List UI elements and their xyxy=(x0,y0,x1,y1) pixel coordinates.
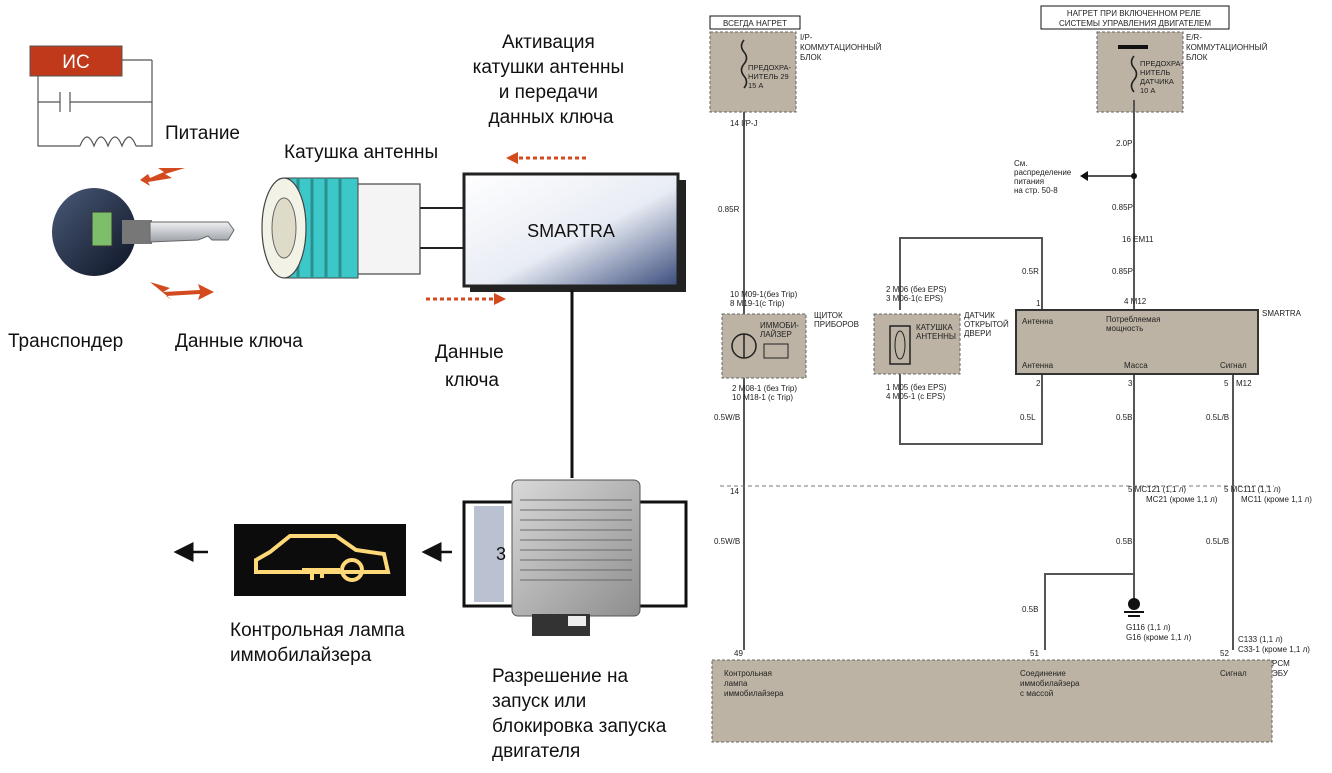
svg-text:1: 1 xyxy=(1036,299,1041,308)
wiring-schematic: ВСЕГДА НАГРЕТ НАГРЕТ ПРИ ВКЛЮЧЕННОМ РЕЛЕ… xyxy=(709,5,1312,743)
svg-text:Сигнал: Сигнал xyxy=(1220,361,1247,370)
svg-text:52: 52 xyxy=(1220,649,1229,658)
svg-text:5 MC121 (1,1 л) MC21 (к: 5 MC121 (1,1 л) MC21 (кроме 1,1 л) xyxy=(1128,485,1218,504)
svg-text:SMARTRA: SMARTRA xyxy=(1262,309,1302,318)
svg-text:0.85R: 0.85R xyxy=(718,205,740,214)
transponder-label: Транспондер xyxy=(8,331,123,352)
svg-text:ЩИТОК ПРИБОРОВ: ЩИТОК ПРИБОРОВ xyxy=(814,311,859,329)
transponder-key xyxy=(52,188,235,276)
lamp-label: Контрольная лампа иммобилайзера xyxy=(230,620,410,666)
svg-text:3: 3 xyxy=(496,544,506,564)
pcm-component xyxy=(711,659,1273,743)
svg-text:0.5B: 0.5B xyxy=(1116,413,1132,422)
svg-text:0.5W/B: 0.5W/B xyxy=(714,413,740,422)
ic-label: ИС xyxy=(62,52,89,73)
svg-text:5 MC111 (1,1 л) MC11 (к: 5 MC111 (1,1 л) MC11 (кроме 1,1 л) xyxy=(1224,485,1312,504)
svg-text:3: 3 xyxy=(1128,379,1133,388)
svg-text:ВСЕГДА НАГРЕТ: ВСЕГДА НАГРЕТ xyxy=(723,19,787,28)
svg-text:0.5W/B: 0.5W/B xyxy=(714,537,740,546)
smartra-component xyxy=(1015,309,1259,375)
svg-text:НАГРЕТ ПРИ ВКЛЮЧЕННОМ РЕЛЕ: НАГРЕТ ПРИ ВКЛЮЧЕННОМ РЕЛЕ СИСТЕМЫ УПРАВ… xyxy=(1059,9,1211,28)
svg-text:2: 2 xyxy=(1036,379,1041,388)
svg-text:0.85P: 0.85P xyxy=(1112,267,1133,276)
key-data-arrow-head xyxy=(494,293,506,305)
svg-text:I/P- КОММУТАЦИОННЫЙ: I/P- КОММУТАЦИОННЫЙ БЛОК xyxy=(800,33,884,62)
svg-text:E/R- КОММУТАЦИОННЫЙ: E/R- КОММУТАЦИОННЫЙ БЛОК xyxy=(1186,33,1270,62)
ip-junction-block xyxy=(709,31,797,113)
svg-text:5: 5 xyxy=(1224,379,1229,388)
antenna-coil xyxy=(261,177,464,279)
svg-text:Антенна: Антенна xyxy=(1022,317,1054,326)
svg-text:G116 (1,1 л) G16 (кроме: G116 (1,1 л) G16 (кроме 1,1 л) xyxy=(1126,623,1192,642)
signal-arrow-icon xyxy=(150,282,214,300)
svg-text:ПРЕДОХРА- НИТЕЛЬ Д: ПРЕДОХРА- НИТЕЛЬ ДАТЧИКА 10 A xyxy=(1140,59,1185,95)
svg-text:Соединение иммобилайзера: Соединение иммобилайзера с массой xyxy=(1020,669,1082,698)
svg-text:Контрольная лампа: Контрольная лампа иммобилайзера xyxy=(724,669,784,698)
activation-arrow-head xyxy=(506,152,518,164)
ecu-unit: 3 xyxy=(462,479,688,636)
svg-text:M12: M12 xyxy=(1236,379,1252,388)
svg-text:Масса: Масса xyxy=(1124,361,1148,370)
svg-text:10 M09-1(без Trip) 8: 10 M09-1(без Trip) 8 M19-1(с Trip) xyxy=(730,290,800,308)
smartra-box xyxy=(462,172,680,288)
svg-text:2 M06 (без EPS) 3 M06-: 2 M06 (без EPS) 3 M06-1(с EPS) xyxy=(886,285,949,303)
svg-text:КАТУШКА АНТЕННЫ: КАТУШКА АНТЕННЫ xyxy=(916,323,956,341)
ic-circuit xyxy=(37,59,153,148)
svg-text:0.5L: 0.5L xyxy=(1020,413,1036,422)
svg-text:1 M05 (без EPS) 4 M05-: 1 M05 (без EPS) 4 M05-1 (с EPS) xyxy=(886,383,949,401)
ic-block xyxy=(29,45,123,77)
key-data2-label: Данные ключа xyxy=(435,342,509,391)
svg-text:См. распределение: См. распределение питания на стр. 50-8 xyxy=(1014,159,1074,195)
svg-text:Потребляемая мощность: Потребляемая мощность xyxy=(1106,315,1163,333)
svg-text:16 EM11: 16 EM11 xyxy=(1122,235,1154,244)
always-hot-header xyxy=(709,15,801,30)
relay-hot-header xyxy=(1040,5,1230,30)
ground-icon xyxy=(1124,598,1144,617)
svg-text:0.5B: 0.5B xyxy=(1022,605,1038,614)
svg-text:Сигнал: Сигнал xyxy=(1220,669,1247,678)
svg-text:4 M12: 4 M12 xyxy=(1124,297,1147,306)
svg-text:51: 51 xyxy=(1030,649,1039,658)
svg-text:14 I/P-J: 14 I/P-J xyxy=(730,119,758,128)
svg-text:2.0P: 2.0P xyxy=(1116,139,1132,148)
svg-text:0.5B: 0.5B xyxy=(1116,537,1132,546)
immobilizer-lamp-icon xyxy=(234,524,406,596)
smartra-label: SMARTRA xyxy=(527,221,615,241)
signal-arrow-icon xyxy=(140,168,185,186)
svg-text:2 M08-1 (без Trip) 10: 2 M08-1 (без Trip) 10 M18-1 (с Trip) xyxy=(732,384,799,402)
svg-text:C133 (1,1 л) C33-1 (кром: C133 (1,1 л) C33-1 (кроме 1,1 л) xyxy=(1238,635,1310,654)
activation-label: Активация катушки антенны и передачи дан… xyxy=(473,32,630,128)
antenna-coil-component xyxy=(873,313,961,375)
ecu-label: Разрешение на запуск или блокировка запу… xyxy=(492,666,672,762)
svg-text:0.5L/B: 0.5L/B xyxy=(1206,413,1229,422)
svg-text:0.5L/B: 0.5L/B xyxy=(1206,537,1229,546)
svg-text:ПРЕДОХРА- НИТЕЛЬ 29: ПРЕДОХРА- НИТЕЛЬ 29 15 A xyxy=(748,63,793,90)
svg-text:0.85P: 0.85P xyxy=(1112,203,1133,212)
left-illustration: ИС Питание Транспондер Данные ключа Кату… xyxy=(8,32,688,762)
svg-text:49: 49 xyxy=(734,649,743,658)
svg-text:PCM ЭБУ: PCM ЭБУ xyxy=(1272,659,1292,678)
power-label: Питание xyxy=(165,123,240,144)
svg-text:0.5R: 0.5R xyxy=(1022,267,1039,276)
antenna-coil-label: Катушка антенны xyxy=(284,142,438,163)
svg-text:14: 14 xyxy=(730,487,739,496)
key-data-label: Данные ключа xyxy=(175,331,303,352)
svg-text:ДАТЧИК ОТКРЫТОЙ ДВ: ДАТЧИК ОТКРЫТОЙ ДВЕРИ xyxy=(964,311,1011,338)
svg-text:ИММОБИ- ЛАЙЗЕР: ИММОБИ- ЛАЙЗЕР xyxy=(760,321,801,339)
svg-text:Антенна: Антенна xyxy=(1022,361,1054,370)
